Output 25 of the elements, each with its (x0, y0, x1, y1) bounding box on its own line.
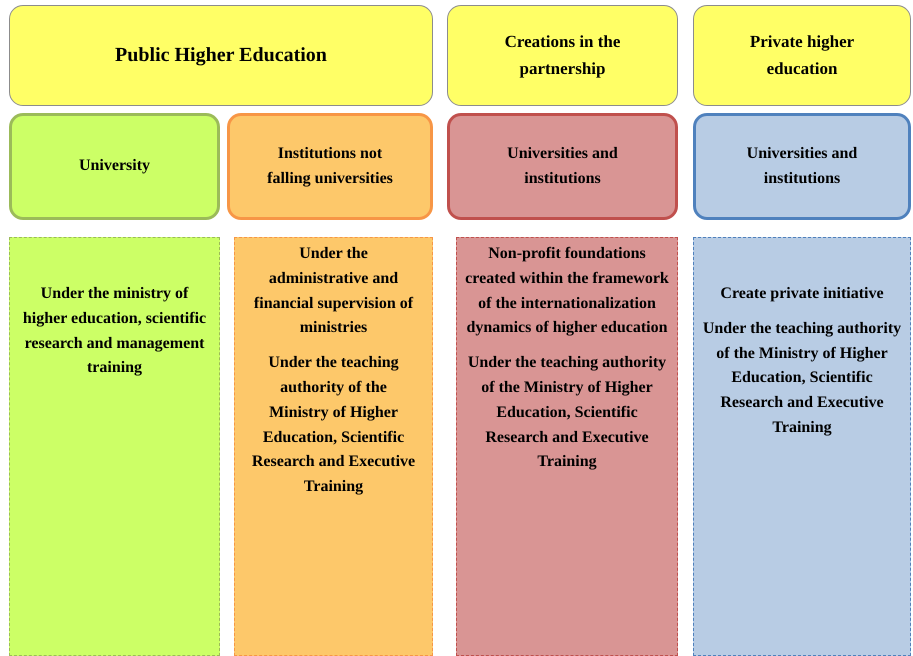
type-box (693, 113, 911, 220)
type-box (447, 113, 678, 220)
description-text: Under the administrative and financial supervision of ministries (252, 244, 414, 338)
description-text: Under the teaching authority of the Ministry of Higher Education, Scientific Research and Executive Training (702, 318, 902, 438)
description-text: Institutions not falling universities (266, 144, 394, 188)
category-heading: Public Higher Education (115, 43, 327, 68)
type-box (9, 113, 220, 220)
description-text: University (78, 156, 150, 176)
category-heading: Creations in the partnership (504, 31, 622, 80)
description-text: Under the teaching authority of the Ministry of Higher Education, Scientific Research and Executive Training (466, 353, 668, 472)
detail-panel (234, 237, 433, 656)
category-box (693, 5, 911, 106)
description-text: Non-profit foundations created within the framework of the internationalization dynamics of higher education (465, 244, 669, 338)
detail-panel (693, 237, 911, 656)
category-box (447, 5, 678, 106)
category-box (9, 5, 433, 106)
detail-panel (9, 237, 220, 656)
description-text: Universities and institutions (506, 144, 619, 188)
description-text: Universities and institutions (746, 144, 858, 188)
detail-panel (456, 237, 678, 656)
description-text: Under the teaching authority of the Ministry of Higher Education, Scientific Research and Executive Training (250, 353, 416, 498)
description-text: Create private initiative (720, 284, 884, 304)
category-heading: Private higher education (748, 31, 856, 80)
type-box (227, 113, 433, 220)
description-text: Under the ministry of higher education, scientific research and management training (22, 284, 208, 378)
